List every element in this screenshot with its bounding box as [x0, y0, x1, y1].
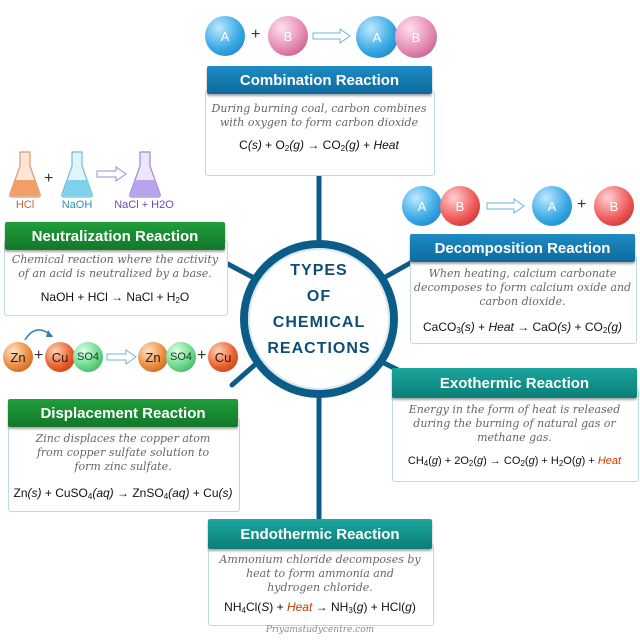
- flask-product-label: NaCl + H2O: [114, 199, 174, 211]
- plus-sign: +: [577, 196, 587, 213]
- cu-ball-product: Cu: [208, 342, 238, 372]
- flask-product-icon: [129, 151, 161, 198]
- reactant-ball-a: A: [205, 16, 245, 56]
- so4-ball: SO4: [73, 342, 103, 372]
- decomposition-equation: CaCO3(s) + Heat → CaO(s) + CO2(g): [423, 320, 622, 335]
- footer-credit: Priyamstudycentre.com: [265, 625, 375, 635]
- decomposition-description: When heating, calcium carbonate decompos…: [413, 267, 632, 308]
- decomposition-card: [410, 256, 637, 344]
- displacement-description: Zinc displaces the copper atom from copp…: [35, 432, 211, 473]
- displacement-title: Displacement Reaction: [8, 399, 238, 427]
- combination-description: During burning coal, carbon combines wit…: [211, 102, 427, 129]
- decomposition-title: Decomposition Reaction: [410, 234, 635, 262]
- neutralization-equation: NaOH + HCl → NaCl + H2O: [40, 290, 190, 305]
- plus-sign: +: [34, 347, 44, 364]
- exothermic-title: Exothermic Reaction: [392, 368, 637, 398]
- hub-center: [248, 248, 390, 390]
- plus-sign: +: [251, 26, 261, 43]
- arrow-icon: [486, 198, 525, 214]
- product-ball-a: A: [356, 16, 398, 58]
- arrow-icon: [106, 349, 137, 365]
- endothermic-title: Endothermic Reaction: [208, 519, 432, 549]
- heat-flame-icon: Heat: [283, 593, 316, 616]
- zn-ball: Zn: [3, 342, 33, 372]
- reactant-ball-a: A: [402, 186, 442, 226]
- neutralization-title: Neutralization Reaction: [5, 222, 225, 250]
- arrow-icon: [96, 166, 127, 182]
- combination-title: Combination Reaction: [207, 66, 432, 94]
- reactant-ball-b: B: [440, 186, 480, 226]
- exothermic-equation: CH4(g) + 2O2(g) → CO2(g) + H2O(g) + Heat: [407, 448, 625, 469]
- flask-naoh-label: NaOH: [61, 199, 93, 211]
- displacement-equation: Zn(s) + CuSO4(aq) → ZnSO4(aq) + Cu(s): [13, 486, 233, 501]
- product-ball-b: B: [395, 16, 437, 58]
- heat-flame-icon: Heat: [594, 448, 625, 469]
- neutralization-description: Chemical reaction where the activity of …: [11, 253, 219, 280]
- flask-hcl-label: HCl: [15, 199, 35, 211]
- arrow-icon: [312, 28, 351, 44]
- spoke-displacement: [229, 359, 261, 388]
- zn-ball-product: Zn: [138, 342, 168, 372]
- endothermic-equation: NH4Cl(S) + Heat → NH3(g) + HCl(g): [224, 593, 416, 616]
- plus-sign: +: [197, 347, 207, 364]
- plus-sign: +: [44, 170, 54, 187]
- neutralization-card: [4, 240, 228, 316]
- exothermic-description: Energy in the form of heat is released d…: [408, 403, 621, 444]
- endothermic-description: Ammonium chloride decomposes by heat to …: [219, 553, 421, 594]
- curved-arrow-icon: [24, 329, 53, 341]
- flask-hcl-icon: [9, 151, 41, 198]
- combination-card: [205, 90, 435, 176]
- so4-ball-product: SO4: [166, 342, 196, 372]
- combination-equation: C(s) + O2(g) → CO2(g) + Heat: [239, 138, 399, 153]
- cu-ball: Cu: [45, 342, 75, 372]
- flask-naoh-icon: [61, 151, 93, 198]
- hub-title: TYPES OF CHEMICAL REACTIONS: [267, 262, 371, 357]
- reactant-ball-b: B: [268, 16, 308, 56]
- product-ball-a: A: [532, 186, 572, 226]
- product-ball-b: B: [594, 186, 634, 226]
